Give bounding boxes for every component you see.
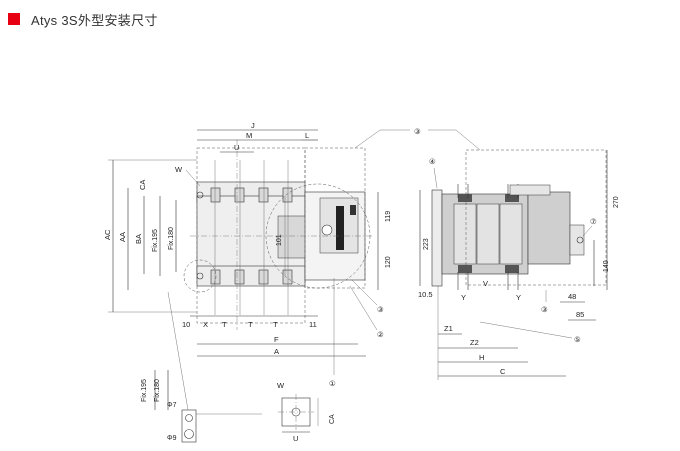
detail-leader bbox=[167, 291, 189, 411]
dim-x: X bbox=[203, 320, 208, 329]
lock-icon bbox=[350, 205, 356, 215]
dim-t2: T bbox=[248, 320, 253, 329]
side-segment bbox=[453, 203, 477, 265]
leader-4 bbox=[433, 167, 438, 189]
leader-5 bbox=[479, 321, 573, 339]
callout-5: ⑤ bbox=[574, 335, 581, 344]
side-segment bbox=[499, 203, 523, 265]
dim-aa: AA bbox=[118, 232, 127, 242]
detail-w: W bbox=[277, 381, 285, 390]
detail-circle bbox=[183, 259, 217, 293]
dim-101: 101 bbox=[276, 234, 283, 246]
dim-fix195: Fix.195 bbox=[152, 229, 159, 252]
leader-2 bbox=[349, 285, 378, 331]
detail-fix180: Fix.180 bbox=[154, 379, 161, 402]
dim-t1: T bbox=[222, 320, 227, 329]
dim-270: 270 bbox=[613, 196, 620, 208]
dim-fix180: Fix.180 bbox=[168, 227, 175, 250]
rotary-knob-icon bbox=[321, 224, 333, 236]
callout-3-top: ③ bbox=[414, 127, 421, 136]
dim-z1: Z1 bbox=[444, 324, 453, 333]
terminal bbox=[210, 269, 221, 285]
side-terminal bbox=[458, 265, 472, 273]
terminal bbox=[258, 187, 269, 203]
page-title: Atys 3S外型安装尺寸 bbox=[31, 12, 158, 28]
bottom-terminals bbox=[196, 269, 293, 285]
dim-223: 223 bbox=[423, 238, 430, 250]
side-outline-dashed bbox=[465, 149, 607, 286]
detail-ca: CA bbox=[329, 414, 336, 424]
detail-left: Fix.195 Fix.180 Φ7 Φ9 bbox=[141, 291, 262, 443]
detail-phi7: Φ7 bbox=[167, 402, 177, 409]
front-view: J M L U W AC AA BA CA Fix.195 Fix.180 10… bbox=[103, 121, 392, 388]
dim-120: 120 bbox=[385, 256, 392, 268]
callout-2: ② bbox=[377, 330, 384, 339]
dim-140: 140 bbox=[603, 260, 610, 272]
dim-ba: BA bbox=[134, 234, 143, 244]
dim-j: J bbox=[251, 121, 255, 130]
hole-phi9 bbox=[184, 429, 194, 439]
side-terminal bbox=[458, 194, 472, 202]
mount-hole bbox=[196, 191, 204, 199]
mounting-plate bbox=[431, 189, 443, 287]
callout-3: ③ bbox=[377, 305, 384, 314]
dim-48: 48 bbox=[568, 292, 576, 301]
leader-3-top bbox=[354, 129, 410, 149]
leader-3 bbox=[351, 279, 378, 306]
title-accent-square bbox=[8, 13, 20, 25]
control-outline-dashed bbox=[304, 147, 366, 289]
leader-w bbox=[185, 169, 201, 187]
dim-z2: Z2 bbox=[470, 338, 479, 347]
dim-10: 10 bbox=[182, 320, 190, 329]
dim-10-5: 10.5 bbox=[418, 290, 433, 299]
dim-ac: AC bbox=[103, 229, 112, 240]
title-bar: Atys 3S外型安装尺寸 bbox=[8, 11, 158, 28]
detail-fix195: Fix.195 bbox=[141, 379, 148, 402]
motor-top bbox=[509, 184, 551, 196]
callout-1: ① bbox=[329, 379, 336, 388]
dim-119: 119 bbox=[385, 211, 392, 222]
detail-right: W CA U bbox=[277, 381, 336, 443]
side-segment bbox=[476, 203, 500, 265]
dim-w: W bbox=[175, 165, 183, 174]
dim-y2: Y bbox=[516, 293, 521, 302]
dim-m: M bbox=[246, 131, 252, 140]
side-terminal bbox=[505, 194, 519, 202]
mount-hole bbox=[196, 272, 204, 280]
terminal bbox=[258, 269, 269, 285]
leader-7 bbox=[582, 225, 593, 237]
callout-4: ④ bbox=[429, 157, 436, 166]
callout-7: ⑦ bbox=[590, 217, 597, 226]
handle-pivot bbox=[576, 236, 584, 244]
dim-11: 11 bbox=[309, 320, 317, 329]
callout-3-side: ③ bbox=[541, 305, 548, 314]
terminal bbox=[282, 187, 293, 203]
top-terminals bbox=[196, 187, 293, 203]
dim-l: L bbox=[305, 131, 309, 140]
side-view: ③ ④ 270 223 bbox=[354, 127, 620, 380]
motor-module bbox=[527, 191, 571, 265]
detail-phi9: Φ9 bbox=[167, 435, 177, 442]
terminal bbox=[234, 187, 245, 203]
dim-a: A bbox=[274, 347, 279, 356]
inner-block bbox=[277, 215, 307, 259]
dim-c: C bbox=[500, 367, 506, 376]
dim-u: U bbox=[234, 143, 239, 152]
dim-ca: CA bbox=[138, 180, 147, 190]
dim-f: F bbox=[274, 335, 279, 344]
handle-icon bbox=[336, 206, 344, 250]
dim-y1: Y bbox=[461, 293, 466, 302]
detail-u: U bbox=[293, 434, 298, 443]
dim-85: 85 bbox=[576, 310, 584, 319]
terminal bbox=[234, 269, 245, 285]
dim-v: V bbox=[483, 279, 488, 288]
dim-t3: T bbox=[273, 320, 278, 329]
hole-phi7 bbox=[185, 414, 193, 422]
side-terminal bbox=[505, 265, 519, 273]
leader-3-top-right bbox=[428, 129, 481, 151]
terminal bbox=[282, 269, 293, 285]
dim-h: H bbox=[479, 353, 484, 362]
terminal bbox=[210, 187, 221, 203]
